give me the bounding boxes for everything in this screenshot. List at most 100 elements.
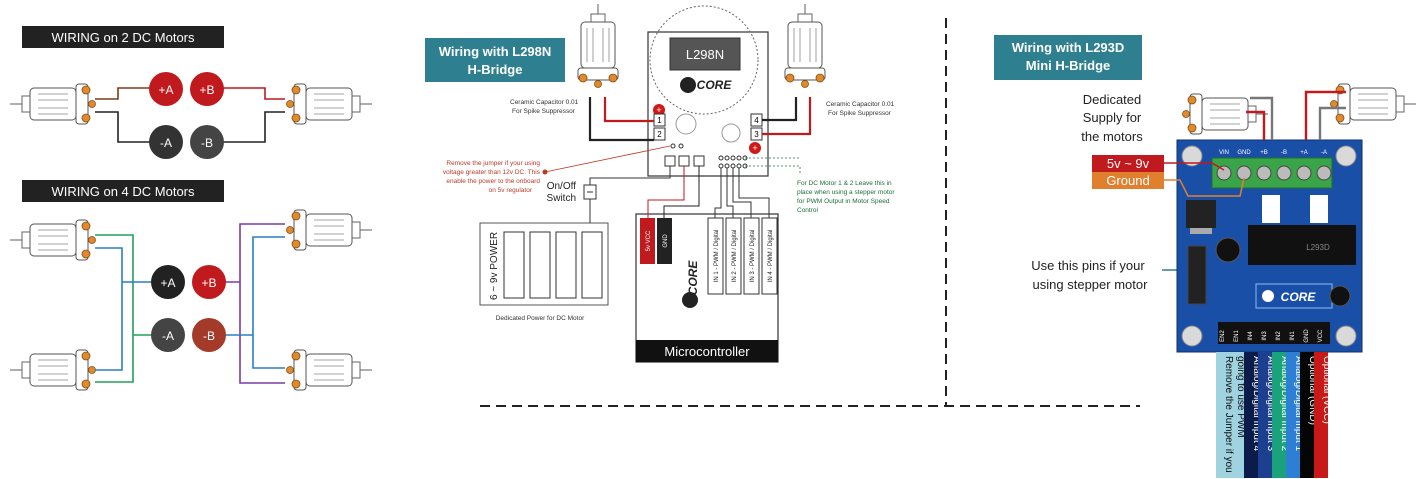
- svg-text:4: 4: [754, 116, 759, 125]
- panel-l298n: Wiring with L298N H-Bridge L298N CORE + …: [425, 3, 895, 363]
- svg-text:VIN: VIN: [1219, 150, 1229, 156]
- core-logo-icon: [682, 292, 698, 308]
- terminal-neg-b: [192, 318, 226, 352]
- svg-text:On/Off: On/Off: [547, 181, 576, 192]
- svg-text:IN 1 - PWM / Digital: IN 1 - PWM / Digital: [714, 230, 720, 283]
- svg-text:EN1: EN1: [1234, 330, 1240, 342]
- svg-text:voltage greater than 12v DC. T: voltage greater than 12v DC. This: [443, 169, 541, 176]
- pin-label-text: Analog/Digital Input 1: [1293, 356, 1304, 452]
- pin-label-strip: [1300, 352, 1314, 478]
- svg-text:5v ~ 9v: 5v ~ 9v: [1107, 156, 1150, 171]
- svg-text:+: +: [752, 143, 757, 153]
- svg-text:-B: -B: [203, 329, 215, 343]
- pin-label-text: Analog/Digital Input 4: [1251, 356, 1262, 452]
- svg-text:IN 2 - PWM / Digital: IN 2 - PWM / Digital: [732, 230, 738, 283]
- svg-text:6 ~ 9v POWER: 6 ~ 9v POWER: [489, 232, 500, 300]
- svg-text:for PWM Output in Motor Speed: for PWM Output in Motor Speed: [797, 198, 890, 205]
- pin-label-strip: [1216, 352, 1244, 478]
- svg-text:IN 3 - PWM / Digital: IN 3 - PWM / Digital: [750, 230, 756, 283]
- motor-icon: [1329, 83, 1417, 125]
- svg-text:Mini H-Bridge: Mini H-Bridge: [1026, 58, 1111, 73]
- svg-text:L298N: L298N: [686, 47, 724, 62]
- svg-text:VCC: VCC: [1318, 329, 1324, 342]
- svg-text:enable the power to the onboar: enable the power to the onboard: [446, 178, 540, 185]
- svg-text:+B: +B: [201, 276, 216, 290]
- svg-text:Ceramic Capacitor 0.01: Ceramic Capacitor 0.01: [826, 101, 895, 108]
- terminal-neg-a: [151, 318, 185, 352]
- svg-text:Wiring with L293D: Wiring with L293D: [1012, 40, 1125, 55]
- svg-text:+: +: [656, 105, 661, 115]
- panel-l293d: Wiring with L293D Mini H-Bridge Dedicate…: [994, 35, 1417, 478]
- svg-text:IN1: IN1: [1290, 331, 1296, 341]
- terminal-neg-a: [149, 125, 183, 159]
- svg-text:+A: +A: [1300, 150, 1308, 156]
- svg-text:5v VCC: 5v VCC: [646, 230, 652, 251]
- svg-text:IN4: IN4: [1248, 331, 1254, 341]
- svg-text:H-Bridge: H-Bridge: [468, 62, 523, 77]
- svg-text:IN2: IN2: [1276, 331, 1282, 341]
- pin-label-text: Remove the Jumper if you: [1223, 356, 1234, 473]
- terminal-pos-a: [151, 265, 185, 299]
- motor-icon: [9, 83, 97, 125]
- title-4dc: WIRING on 4 DC Motors: [51, 184, 195, 199]
- svg-text:-A: -A: [1321, 150, 1327, 156]
- svg-text:GND: GND: [1237, 150, 1251, 156]
- terminal-neg-b: [190, 125, 224, 159]
- svg-text:+A: +A: [160, 276, 175, 290]
- svg-text:Switch: Switch: [547, 193, 576, 204]
- motor-icon: [784, 3, 826, 89]
- terminal-pos-b: [190, 72, 224, 106]
- svg-text:1: 1: [657, 116, 662, 125]
- svg-text:-B: -B: [1281, 150, 1287, 156]
- svg-text:IN3: IN3: [1262, 331, 1268, 341]
- svg-text:GND: GND: [663, 234, 669, 248]
- svg-text:L293D: L293D: [1306, 243, 1330, 252]
- panel-two-four-motors: WIRING on 2 DC Motors +A +B -A -B WIRING…: [9, 26, 373, 391]
- svg-text:on 5v regulator: on 5v regulator: [489, 187, 533, 194]
- svg-text:-B: -B: [201, 136, 213, 150]
- svg-text:Supply for: Supply for: [1083, 110, 1142, 125]
- motor-icon: [577, 3, 619, 89]
- svg-text:Microcontroller: Microcontroller: [664, 344, 750, 359]
- svg-text:CORE: CORE: [686, 260, 700, 296]
- svg-text:CORE: CORE: [697, 78, 733, 92]
- svg-text:+A: +A: [158, 83, 173, 97]
- svg-text:CORE: CORE: [1281, 290, 1317, 304]
- svg-text:Dedicated Power for DC Motor: Dedicated Power for DC Motor: [496, 315, 585, 322]
- svg-text:For Spike Suppressor: For Spike Suppressor: [828, 110, 892, 117]
- svg-text:3: 3: [754, 130, 759, 139]
- svg-text:For DC Motor 1 & 2 Leave this: For DC Motor 1 & 2 Leave this in: [797, 180, 892, 187]
- svg-text:Control: Control: [797, 207, 819, 214]
- svg-text:Dedicated: Dedicated: [1083, 92, 1142, 107]
- pin-label-strip: [1244, 352, 1258, 478]
- pin-label-text: going to use PWM: [1235, 356, 1246, 438]
- pin-label-text: Optional (GND): [1307, 356, 1318, 425]
- svg-text:+B: +B: [1260, 150, 1268, 156]
- svg-text:-A: -A: [160, 136, 172, 150]
- motor-icon: [285, 209, 373, 251]
- motor-icon: [9, 349, 97, 391]
- svg-text:place when using a stepper mo: place when using a stepper motor: [797, 189, 895, 196]
- pin-label-strip: [1314, 352, 1328, 478]
- title-2dc: WIRING on 2 DC Motors: [51, 30, 195, 45]
- motor-icon: [285, 349, 373, 391]
- svg-text:IN 4 - PWM / Digital: IN 4 - PWM / Digital: [768, 230, 774, 283]
- pin-label-strip: [1286, 352, 1300, 478]
- svg-text:2: 2: [657, 130, 662, 139]
- svg-text:GND: GND: [1304, 329, 1310, 343]
- svg-text:Remove the jumper if your usin: Remove the jumper if your using: [446, 160, 540, 167]
- motor-icon: [9, 219, 97, 261]
- motor-icon: [285, 83, 373, 125]
- pin-label-text: Analog/Digital Input 2: [1279, 356, 1290, 452]
- motor-icon: [1181, 93, 1269, 135]
- pin-label-strip: [1272, 352, 1286, 478]
- pin-label-text: Optional (VCC): [1321, 356, 1332, 424]
- svg-text:+B: +B: [199, 83, 214, 97]
- svg-text:Use this pins if your: Use this pins if your: [1031, 258, 1145, 273]
- terminal-pos-b: [192, 265, 226, 299]
- svg-text:Ceramic Capacitor 0.01: Ceramic Capacitor 0.01: [510, 99, 579, 106]
- svg-text:EN2: EN2: [1220, 330, 1226, 342]
- core-logo-icon: [680, 77, 696, 93]
